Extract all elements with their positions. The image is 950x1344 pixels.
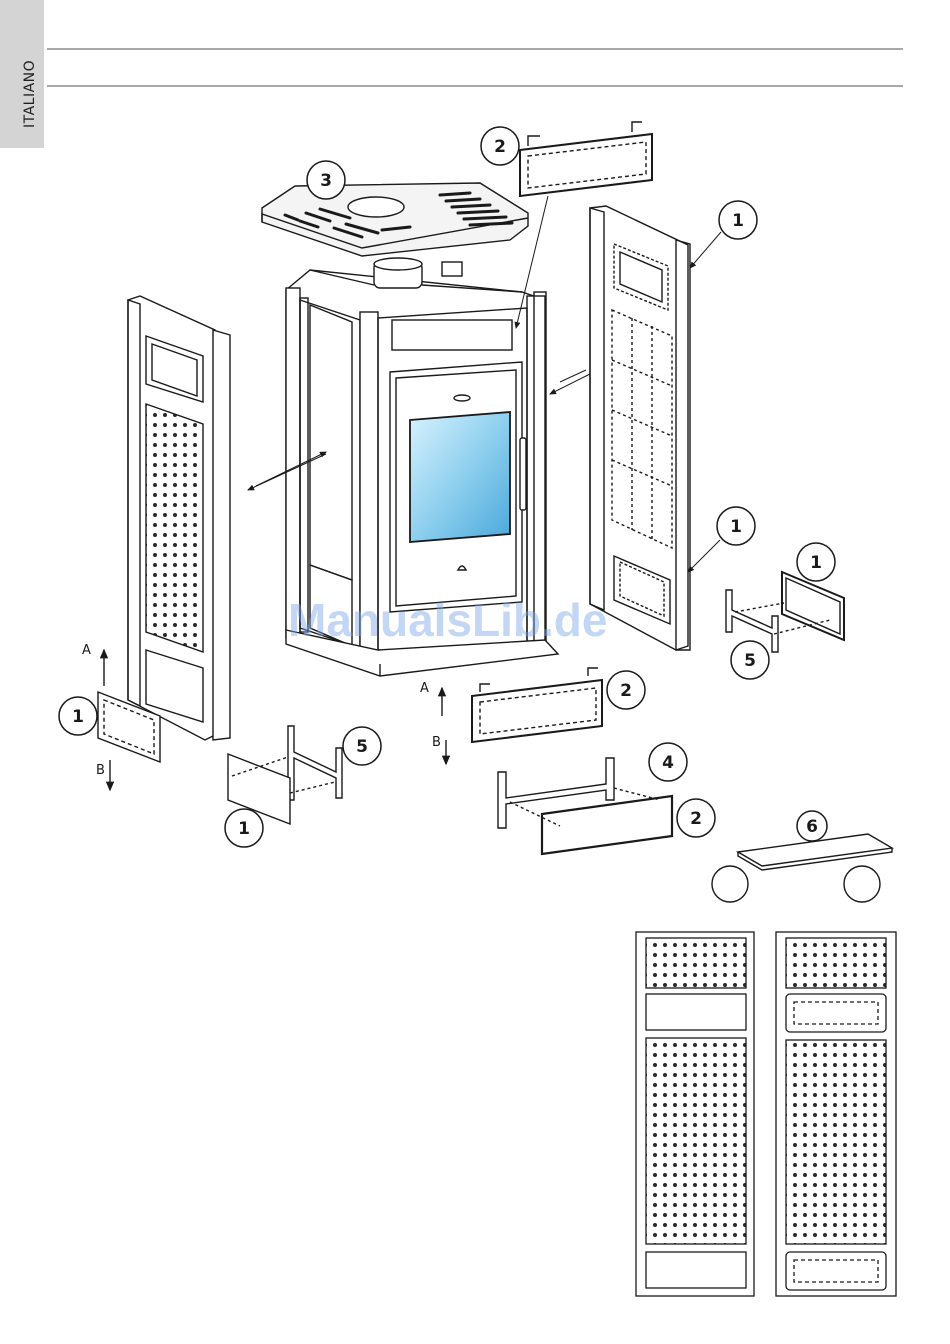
- callout-5-right: 5: [744, 651, 756, 671]
- front-lower-panel: [442, 668, 602, 764]
- top-plate: [262, 183, 528, 256]
- callout-6: 6: [806, 817, 818, 837]
- callout-1-left-small: 1: [72, 707, 84, 727]
- front-bracket: [498, 758, 672, 854]
- callout-1-right-upper: 1: [732, 211, 744, 231]
- callout-1-right-small: 1: [810, 553, 822, 573]
- callout-4: 4: [662, 753, 674, 773]
- reference-panel-left: [636, 932, 754, 1296]
- right-side-panel: [590, 206, 690, 650]
- callout-1-right-lower: 1: [730, 517, 742, 537]
- callout-3: 3: [320, 171, 332, 191]
- left-side-panel: [128, 296, 230, 740]
- right-bracket: [726, 572, 844, 652]
- direction-a-left: A: [82, 643, 91, 658]
- callout-2-front-bottom: 2: [690, 809, 702, 829]
- callout-2-top: 2: [494, 137, 506, 157]
- callout-2-front-lower: 2: [620, 681, 632, 701]
- callout-1-left-bottom: 1: [238, 819, 250, 839]
- callout-5-left: 5: [356, 737, 368, 757]
- reference-panel-right: [776, 932, 896, 1296]
- direction-a-center: A: [420, 681, 429, 696]
- shelf: [712, 834, 892, 902]
- direction-b-left: B: [96, 763, 105, 778]
- direction-b-center: B: [432, 735, 441, 750]
- watermark-text: ManualsLib.de: [288, 594, 607, 646]
